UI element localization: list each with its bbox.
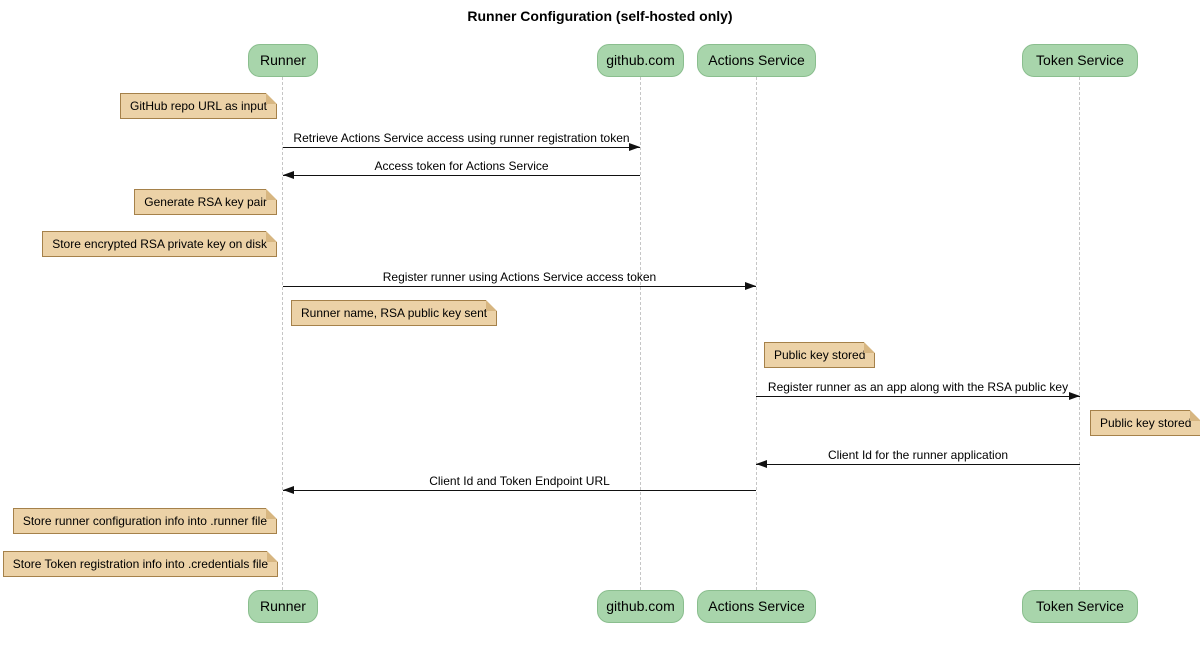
participant-github-bottom: github.com xyxy=(597,590,684,623)
note-text: Store Token registration info into .cred… xyxy=(12,557,268,571)
diagram-title: Runner Configuration (self-hosted only) xyxy=(467,8,733,24)
message-retrieve-actions-access: Retrieve Actions Service access using ru… xyxy=(283,131,640,151)
message-line xyxy=(756,392,1080,400)
arrowhead-left-icon xyxy=(283,171,294,179)
note-generate-rsa: Generate RSA key pair xyxy=(134,189,277,215)
message-label: Client Id and Token Endpoint URL xyxy=(429,474,610,488)
message-access-token: Access token for Actions Service xyxy=(283,159,640,179)
note-text: Public key stored xyxy=(774,348,866,362)
participant-actions-service-bottom: Actions Service xyxy=(697,590,816,623)
message-line xyxy=(283,282,756,290)
message-label: Register runner as an app along with the… xyxy=(767,380,1069,394)
message-line xyxy=(283,171,640,179)
lifeline-actions-service xyxy=(756,77,757,590)
message-client-id: Client Id for the runner application xyxy=(756,448,1080,468)
message-label: Client Id for the runner application xyxy=(827,448,1009,462)
message-line xyxy=(283,143,640,151)
arrowhead-right-icon xyxy=(745,282,756,290)
arrowhead-right-icon xyxy=(629,143,640,151)
participant-github-top: github.com xyxy=(597,44,684,77)
message-register-runner: Register runner using Actions Service ac… xyxy=(283,270,756,290)
lifeline-github xyxy=(640,77,641,590)
message-label: Access token for Actions Service xyxy=(374,159,549,173)
note-store-runner-file: Store runner configuration info into .ru… xyxy=(12,508,278,534)
note-store-private-key: Store encrypted RSA private key on disk xyxy=(42,231,277,257)
message-line xyxy=(283,486,756,494)
participant-token-service-top: Token Service xyxy=(1022,44,1138,77)
note-text: Store encrypted RSA private key on disk xyxy=(52,237,267,251)
participant-runner-bottom: Runner xyxy=(248,590,318,623)
note-text: Runner name, RSA public key sent xyxy=(301,306,488,320)
participant-runner-top: Runner xyxy=(248,44,318,77)
message-register-app: Register runner as an app along with the… xyxy=(756,380,1080,400)
lifeline-runner xyxy=(282,77,283,590)
participant-actions-service-top: Actions Service xyxy=(697,44,816,77)
participant-token-service-bottom: Token Service xyxy=(1022,590,1138,623)
note-public-key-stored-actions: Public key stored xyxy=(764,342,876,368)
note-public-key-stored-token: Public key stored xyxy=(1090,410,1200,436)
note-text: Generate RSA key pair xyxy=(144,195,267,209)
note-text: GitHub repo URL as input xyxy=(130,99,267,113)
message-client-id-endpoint: Client Id and Token Endpoint URL xyxy=(283,474,756,494)
arrowhead-right-icon xyxy=(1069,392,1080,400)
lifeline-token-service xyxy=(1079,77,1080,590)
arrowhead-left-icon xyxy=(283,486,294,494)
arrowhead-left-icon xyxy=(756,460,767,468)
note-runner-name-sent: Runner name, RSA public key sent xyxy=(291,300,498,326)
message-label: Retrieve Actions Service access using ru… xyxy=(293,131,630,145)
note-github-repo-url: GitHub repo URL as input xyxy=(120,93,277,119)
note-text: Public key stored xyxy=(1100,416,1192,430)
message-line xyxy=(756,460,1080,468)
message-label: Register runner using Actions Service ac… xyxy=(382,270,657,284)
note-text: Store runner configuration info into .ru… xyxy=(22,514,267,528)
note-store-credentials-file: Store Token registration info into .cred… xyxy=(2,551,279,577)
